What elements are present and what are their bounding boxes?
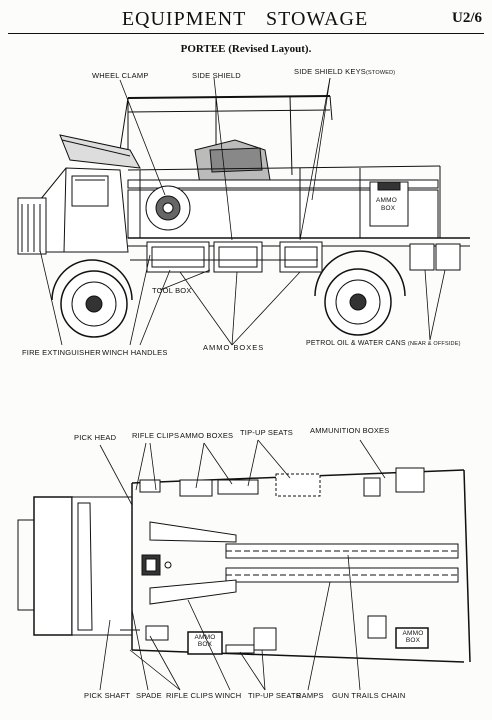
label-ramps: RAMPS [296, 691, 324, 700]
canopy-frame [119, 95, 333, 180]
page-code: U2/6 [452, 10, 482, 26]
label-spade: SPADE [136, 691, 162, 700]
label-ammo-box-side: AMMO [376, 197, 398, 204]
label-ammo-boxes: AMMO BOXES [203, 343, 265, 352]
label-tip-up-seats-top: TIP-UP SEATS [240, 428, 293, 437]
label-ammo-box-plan-1-b: BOX [197, 641, 213, 648]
label-ammo-boxes-top: AMMO BOXES [180, 431, 234, 440]
label-ammo-box-plan-2-b: BOX [405, 637, 421, 644]
label-rifle-clips-top: RIFLE CLIPS [132, 431, 180, 440]
gun [59, 134, 271, 186]
label-side-shield-keys-note: (STOWED) [365, 70, 396, 76]
label-pick-head: PICK HEAD [74, 433, 117, 442]
label-pick-shaft: PICK SHAFT [84, 691, 131, 700]
plan-boxes [179, 467, 429, 655]
label-side-shield-keys: SIDE SHIELD KEYS(STOWED) [294, 67, 395, 78]
label-ammo-box-side-2: BOX [381, 205, 396, 212]
winch-drum [145, 185, 191, 231]
label-ammo-box-plan-1-a: AMMO [194, 634, 216, 641]
ammo-box-side [369, 181, 409, 227]
side-leaders [39, 77, 446, 346]
header-rule [8, 33, 484, 34]
truck-cab [17, 167, 129, 255]
label-fire-extinguisher: FIRE EXTINGUISHER [22, 348, 101, 357]
label-side-shield: SIDE SHIELD [192, 71, 241, 80]
label-petrol-cans-note: (NEAR & OFFSIDE) [407, 341, 461, 347]
label-ammunition-boxes: AMMUNITION BOXES [310, 426, 390, 435]
label-winch: WINCH [215, 691, 242, 700]
label-petrol-cans-text: PETROL OIL & WATER CANS [306, 340, 406, 347]
label-tip-up-seats-bottom: TIP-UP SEATS [248, 691, 301, 700]
label-rifle-clips-bottom: RIFLE CLIPS [166, 691, 214, 700]
wheels [51, 250, 406, 338]
label-ammo-box-plan-2-a: AMMO [402, 630, 424, 637]
label-winch-handles: WINCH HANDLES [102, 348, 168, 357]
label-gun-trails-chain: GUN TRAILS CHAIN [332, 691, 406, 700]
plan-outline [17, 469, 471, 663]
plan-leaders [99, 439, 386, 691]
label-wheel-clamp: WHEEL CLAMP [92, 71, 149, 80]
plan-ramps [225, 543, 459, 583]
label-petrol-cans: PETROL OIL & WATER CANS (NEAR & OFFSIDE) [306, 339, 461, 349]
diagram-subtitle: PORTEE (Revised Layout). [180, 43, 312, 55]
label-side-shield-keys-text: SIDE SHIELD KEYS [294, 67, 366, 76]
page-title: EQUIPMENT STOWAGE [121, 8, 369, 30]
side-ammo-boxes [146, 241, 461, 273]
label-tool-box: TOOL BOX [152, 286, 192, 295]
gun-trails [141, 521, 237, 605]
